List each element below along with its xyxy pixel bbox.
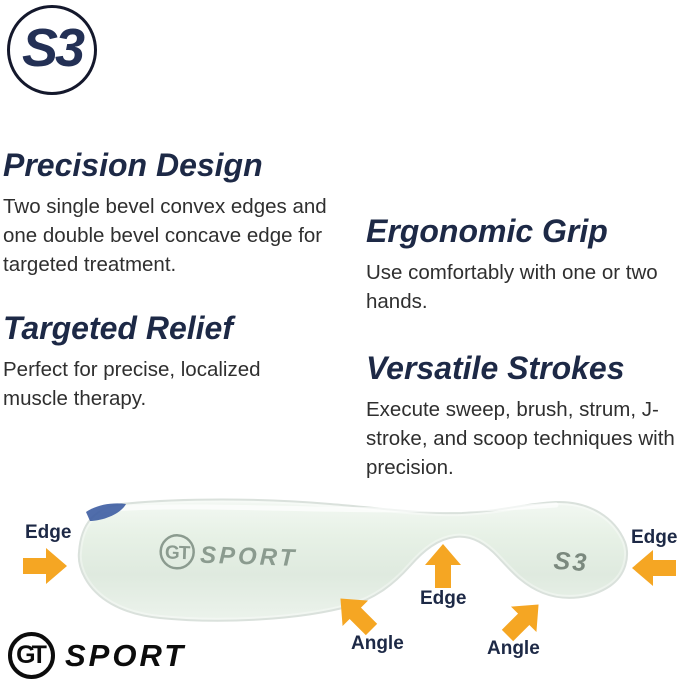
- tool-top-sheen: [99, 502, 559, 513]
- feature-body: Perfect for precise, localized muscle th…: [3, 357, 261, 410]
- feature-targeted-relief: Targeted Relief Perfect for precise, loc…: [3, 310, 313, 413]
- callout-edge-center-label: Edge: [420, 588, 467, 609]
- product-tool-image: GT SPORT S3: [75, 496, 631, 624]
- callout-edge-left-label: Edge: [25, 522, 72, 543]
- feature-versatile-strokes: Versatile Strokes Execute sweep, brush, …: [366, 350, 679, 482]
- callout-angle-right-label: Angle: [487, 638, 540, 659]
- feature-body: Two single bevel convex edges and one do…: [3, 194, 327, 276]
- model-badge-label: S3: [21, 18, 85, 78]
- edge-center-arrow-icon: [425, 544, 461, 588]
- edge-left-arrow-icon: [23, 548, 67, 584]
- feature-title: Targeted Relief: [3, 310, 233, 346]
- feature-title: Precision Design: [3, 147, 263, 183]
- model-badge: S3: [7, 5, 97, 95]
- tool-blue-reflection: [86, 503, 126, 521]
- engraving-model: S3: [553, 547, 589, 577]
- angle-right-arrow-icon: [495, 592, 552, 649]
- feature-title: Ergonomic Grip: [366, 213, 608, 249]
- callout-edge-right-label: Edge: [631, 527, 678, 548]
- edge-right-arrow-icon: [632, 550, 676, 586]
- tool-engraving-brand: GT SPORT: [159, 534, 298, 572]
- footer-gt-monogram: GT: [16, 641, 47, 669]
- engraving-brand-word: SPORT: [200, 542, 298, 572]
- feature-title: Versatile Strokes: [366, 350, 625, 386]
- engraving-gt-monogram: GT: [165, 542, 191, 564]
- footer-gt-circle-icon: GT: [8, 632, 55, 679]
- callout-angle-left-label: Angle: [351, 633, 404, 654]
- tool-rim-highlight: [75, 496, 631, 624]
- feature-body: Execute sweep, brush, strum, J-stroke, a…: [366, 397, 675, 479]
- angle-left-arrow-icon: [328, 586, 385, 643]
- feature-precision-design: Precision Design Two single bevel convex…: [3, 147, 355, 279]
- engraving-gt-circle-icon: [159, 534, 195, 570]
- footer-brand-word: SPORT: [65, 637, 187, 673]
- tool-body: [75, 496, 631, 624]
- feature-body: Use comfortably with one or two hands.: [366, 260, 658, 313]
- footer-brand-logo: GT SPORT: [8, 632, 186, 679]
- feature-ergonomic-grip: Ergonomic Grip Use comfortably with one …: [366, 213, 666, 316]
